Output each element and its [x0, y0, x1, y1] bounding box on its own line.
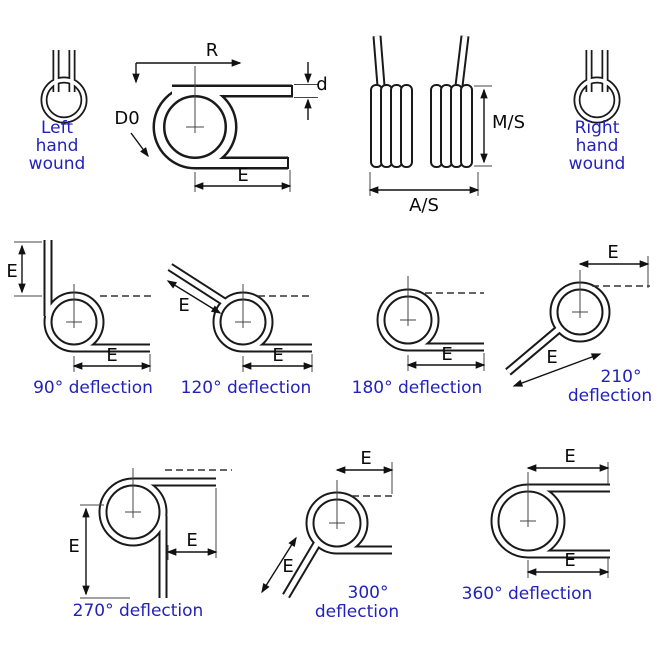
deflection-label-120: 120° deflection: [181, 378, 312, 398]
dim-label-e-180: E: [441, 344, 452, 365]
right-wound-label-line2: hand: [576, 136, 619, 156]
left-wound-label-line3: wound: [29, 154, 86, 174]
main-spring-front-view: [130, 59, 318, 192]
deflection-label-210-deg: 210°: [601, 367, 642, 387]
deflection-label-210-word: deflection: [568, 386, 652, 406]
dim-label-ms: M/S: [492, 112, 525, 133]
dim-label-e-210-top: E: [607, 242, 618, 263]
spring-210-deflection: [505, 256, 650, 387]
dim-label-e-main: E: [237, 165, 248, 186]
spring-side-view: [368, 35, 492, 196]
dim-label-d0: D0: [114, 108, 139, 129]
deflection-label-270: 270° deflection: [73, 601, 204, 621]
dim-label-e-360-bottom: E: [564, 550, 575, 571]
right-wound-label-line3: wound: [569, 154, 626, 174]
dim-label-e-120-horiz: E: [272, 345, 283, 366]
spring-120-deflection: [166, 263, 314, 372]
dim-label-e-270-vert: E: [68, 536, 79, 557]
dim-label-as: A/S: [409, 195, 439, 216]
left-wound-label-line2: hand: [36, 136, 79, 156]
spring-180-deflection: [376, 276, 486, 371]
right-wound-label-line1: Right: [575, 118, 620, 138]
dim-label-e-90-horiz: E: [106, 345, 117, 366]
deflection-label-300-deg: 300°: [348, 583, 389, 603]
deflection-label-360: 360° deflection: [462, 584, 593, 604]
dim-label-e-300-top: E: [360, 448, 371, 469]
dim-label-e-90-vert: E: [6, 261, 17, 282]
dim-label-e-360-top: E: [564, 446, 575, 467]
right-hand-wound-symbol: [573, 50, 621, 124]
deflection-label-300-word: deflection: [315, 602, 399, 622]
left-wound-label-line1: Left: [41, 118, 73, 138]
left-hand-wound-symbol: [40, 50, 88, 124]
dim-label-e-210-diag: E: [546, 347, 557, 368]
spring-360-deflection: [490, 462, 610, 578]
spring-90-deflection: [14, 240, 154, 372]
dim-label-r: R: [206, 40, 219, 61]
dim-label-e-120-diag: E: [178, 295, 189, 316]
deflection-label-90: 90° deflection: [33, 378, 153, 398]
spring-300-deflection: [261, 462, 394, 599]
dim-label-d: d: [316, 74, 327, 95]
dim-label-e-270-horiz: E: [186, 530, 197, 551]
dim-label-e-300-diag: E: [282, 556, 293, 577]
deflection-label-180: 180° deflection: [352, 378, 483, 398]
spring-270-deflection: [80, 468, 232, 599]
